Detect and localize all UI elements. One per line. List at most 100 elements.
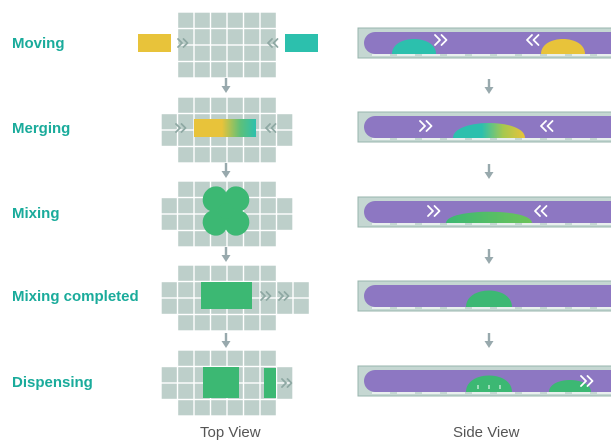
grid-cell <box>161 114 177 130</box>
double-chevron-right-icon <box>175 123 181 133</box>
grid-cell <box>277 198 293 214</box>
grid-cell <box>260 45 276 61</box>
grid-cell <box>211 350 227 366</box>
grid-cell <box>194 231 210 247</box>
grid-cell <box>178 62 194 78</box>
grid-cell <box>277 130 293 146</box>
grid-cell <box>178 97 194 113</box>
grid-cell <box>244 147 260 163</box>
grid-cell <box>194 29 210 45</box>
grid-cell <box>260 231 276 247</box>
grid-cell <box>194 12 210 28</box>
double-chevron-right-icon <box>427 205 434 217</box>
grid-cell <box>161 282 177 298</box>
grid-cell <box>227 315 243 331</box>
grid-cell <box>260 114 276 130</box>
grid-cell <box>194 350 210 366</box>
double-chevron-left-icon <box>272 38 279 48</box>
grid-cell <box>194 400 210 416</box>
grid-cell <box>211 12 227 28</box>
grid-cell <box>211 45 227 61</box>
double-chevron-right-icon <box>177 38 183 48</box>
double-chevron-right-icon <box>281 378 287 388</box>
step-label-mixing-completed: Mixing completed <box>12 288 139 305</box>
merging-droplet <box>194 119 256 137</box>
grid-cell <box>227 45 243 61</box>
down-arrow-icon <box>221 255 231 262</box>
double-chevron-left-icon <box>270 123 277 133</box>
grid-cell <box>260 130 276 146</box>
side-view-label: Side View <box>453 424 520 441</box>
double-chevron-left-icon <box>546 120 554 132</box>
grid-cell <box>178 29 194 45</box>
grid-cell <box>227 400 243 416</box>
grid-cell <box>244 383 260 399</box>
side-view-moving <box>357 27 611 59</box>
grid-cell <box>211 400 227 416</box>
grid-cell <box>194 315 210 331</box>
grid-cell <box>178 265 194 281</box>
side-view-merging <box>357 111 611 143</box>
double-chevron-left-icon <box>534 205 541 217</box>
grid-cell <box>260 29 276 45</box>
grid-cell <box>260 97 276 113</box>
grid-cell <box>211 147 227 163</box>
down-arrow-icon <box>484 257 494 264</box>
double-chevron-left-icon <box>267 38 273 48</box>
grid-cell <box>178 350 194 366</box>
grid-cell <box>260 147 276 163</box>
grid-cell <box>178 198 194 214</box>
grid-cell <box>227 29 243 45</box>
top-view-merging <box>161 97 293 163</box>
grid-cell <box>260 400 276 416</box>
grid-cell <box>277 298 293 314</box>
grid-cell <box>161 130 177 146</box>
double-chevron-right-icon <box>265 291 272 301</box>
grid-cell <box>178 367 194 383</box>
grid-cell <box>244 350 260 366</box>
grid-cell <box>260 315 276 331</box>
step-label-moving: Moving <box>12 35 65 52</box>
yellow-droplet <box>138 34 171 52</box>
step-label-mixing: Mixing <box>12 205 60 222</box>
down-arrow-icon <box>484 172 494 179</box>
double-chevron-left-icon <box>532 34 540 46</box>
grid-cell <box>161 367 177 383</box>
grid-cell <box>178 383 194 399</box>
grid-cell <box>293 298 309 314</box>
grid-cell <box>260 282 276 298</box>
double-chevron-right-icon <box>182 38 189 48</box>
top-view-moving <box>138 12 318 78</box>
teal-droplet <box>285 34 318 52</box>
grid-cell <box>277 114 293 130</box>
split-droplet-side <box>549 380 591 392</box>
grid-cell <box>178 298 194 314</box>
double-chevron-left-icon <box>540 120 547 132</box>
grid-cell <box>244 62 260 78</box>
grid-cell <box>227 147 243 163</box>
double-chevron-right-icon <box>433 205 441 217</box>
yellow-droplet-side <box>541 39 585 54</box>
grid-cell <box>211 315 227 331</box>
grid-cell <box>260 198 276 214</box>
top-view-mixing <box>161 181 293 247</box>
grid-cell <box>161 383 177 399</box>
top-view-dispensing <box>161 350 293 416</box>
grid-cell <box>194 265 210 281</box>
double-chevron-right-icon <box>440 34 448 46</box>
grid-cell <box>277 383 293 399</box>
step-label-dispensing: Dispensing <box>12 374 93 391</box>
step-label-merging: Merging <box>12 120 71 137</box>
grid-cell <box>178 282 194 298</box>
grid-cell <box>277 282 293 298</box>
double-chevron-right-icon <box>283 291 290 301</box>
grid-cell <box>260 298 276 314</box>
grid-cell <box>244 315 260 331</box>
double-chevron-left-icon <box>265 123 271 133</box>
grid-cell <box>194 62 210 78</box>
grid-cell <box>161 198 177 214</box>
grid-cell <box>194 97 210 113</box>
grid-cell <box>260 62 276 78</box>
mixed-droplet <box>201 282 252 309</box>
